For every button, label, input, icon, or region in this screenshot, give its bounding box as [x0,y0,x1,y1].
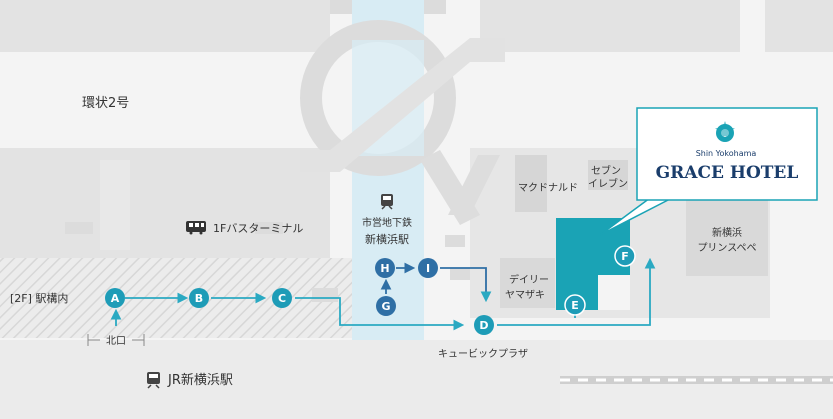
label-ring-road: 環状2号 [82,96,129,111]
svg-text:C: C [278,292,286,305]
building-prince-pepe [686,198,768,276]
marker-d[interactable]: D [474,315,494,335]
marker-g[interactable]: G [376,296,396,316]
label-prince-1: 新横浜 [712,226,742,239]
svg-text:E: E [571,299,579,312]
diagonal-stairs [448,155,500,215]
hotel-emblem-icon [715,121,735,142]
svg-text:F: F [621,250,629,263]
hotel-logo-name: GRACE HOTEL [656,163,799,183]
label-seven-eleven-2: イレブン [588,177,628,190]
svg-text:G: G [381,300,390,313]
svg-text:H: H [380,262,389,275]
label-subway-station: 新横浜駅 [365,232,409,246]
label-prince-2: プリンスペペ [697,242,756,254]
train-icon-jr [147,372,160,389]
label-daily-2: ヤマザキ [505,289,545,301]
bus-icon [186,221,206,235]
building-seven-eleven [588,160,628,190]
marker-c[interactable]: C [272,288,292,308]
building-mcdonalds [515,155,547,212]
label-bus-terminal: 1Fバスターミナル [213,222,303,235]
svg-text:I: I [426,262,430,275]
north-exit-bracket [87,334,145,346]
label-cubic-plaza: キュービックプラザ [438,348,528,360]
marker-f[interactable]: F [614,245,636,267]
jr-station-building [0,340,560,419]
city-block [0,148,330,258]
marker-e[interactable]: E [564,294,586,316]
svg-text:D: D [479,319,488,332]
label-seven-eleven-1: セブン [591,164,621,177]
city-block [0,0,330,52]
label-mcdonalds: マクドナルド [518,182,578,194]
building-daily [500,258,555,308]
label-jr-station: JR新横浜駅 [167,372,233,388]
diagonal-road [300,38,505,172]
marker-a[interactable]: A [105,288,125,308]
marker-h[interactable]: H [375,258,395,278]
city-block [480,0,740,52]
hotel-logo-box [636,107,818,201]
marker-i[interactable]: I [418,258,438,278]
svg-text:A: A [111,292,120,305]
hotel-notch [598,275,630,310]
label-station-concourse: [2F] 駅構内 [10,291,68,305]
hotel-logo-top: Shin Yokohama [696,149,757,158]
label-subway-line: 市営地下鉄 [362,216,412,229]
train-icon-subway [381,194,393,210]
city-block [765,0,833,52]
label-north-exit: 北口 [106,335,126,347]
svg-text:B: B [195,292,203,305]
stairs [65,0,470,302]
label-daily-1: デイリー [509,273,549,286]
marker-b[interactable]: B [189,288,209,308]
